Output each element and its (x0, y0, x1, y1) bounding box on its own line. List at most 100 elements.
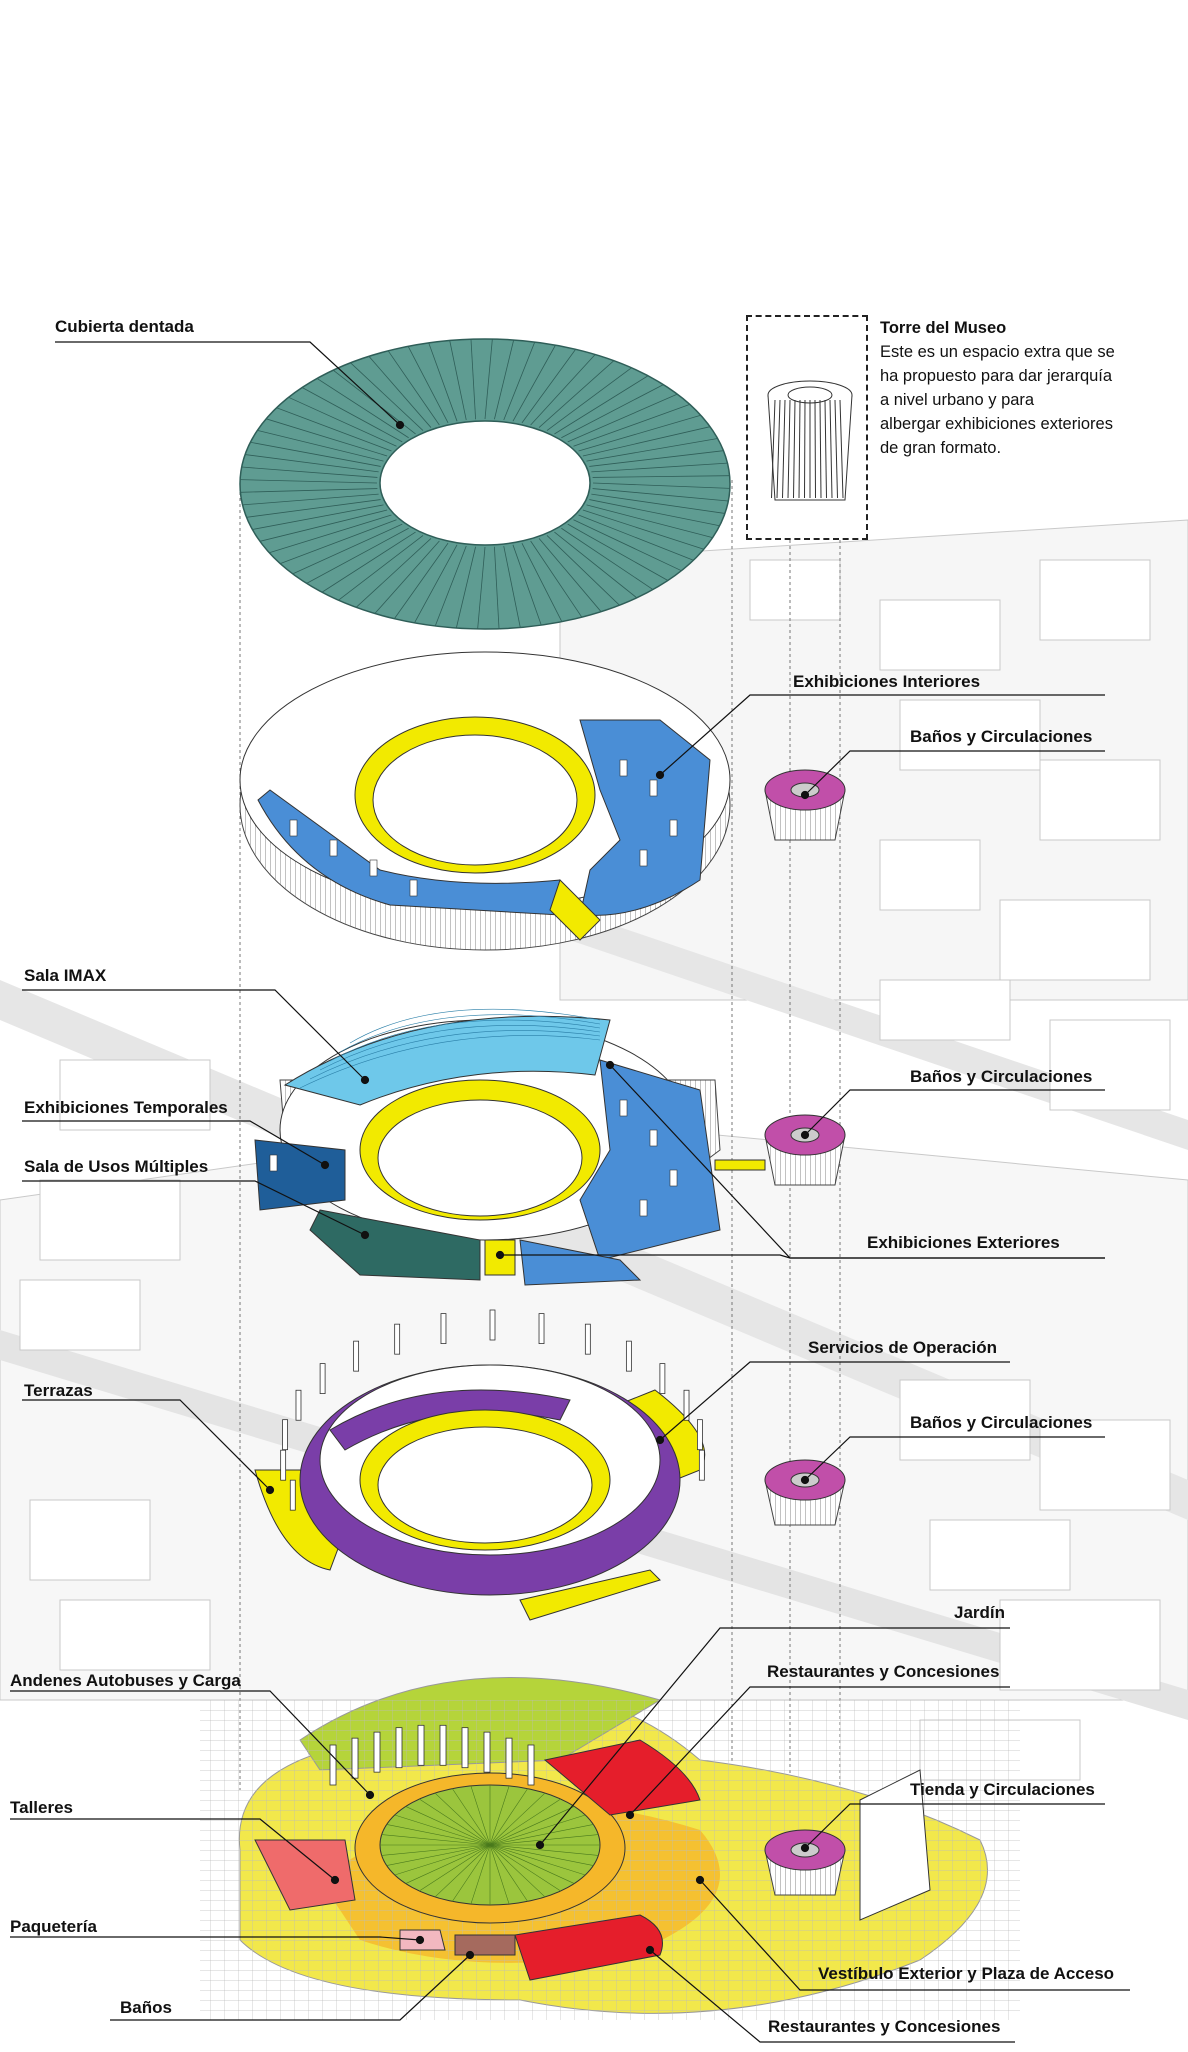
roof-tooth (259, 509, 388, 542)
label-terrazas: Terrazas (24, 1381, 93, 1400)
garden-ray (489, 1814, 586, 1846)
garden-ray (434, 1792, 491, 1846)
tower-fin (793, 399, 796, 499)
museum-tower (767, 380, 853, 501)
roof-tooth (512, 544, 542, 626)
roof-tooth (246, 499, 381, 518)
garden-ray (386, 1824, 491, 1846)
wall-panel (409, 879, 418, 897)
roof-tooth (538, 360, 615, 428)
city-block (879, 979, 1011, 1041)
roof-tooth (521, 542, 563, 622)
tower-fin (839, 399, 844, 499)
city-block (899, 1379, 1031, 1461)
roof-tooth (591, 462, 728, 473)
wall-panel (329, 839, 338, 857)
garden-ray (489, 1844, 586, 1876)
terrace-post (489, 1309, 496, 1341)
label-banos-circulaciones-1: Baños y Circulaciones (910, 727, 1093, 746)
city-block (59, 1599, 211, 1671)
canopy-blade (417, 1724, 425, 1766)
roof-tooth (470, 339, 476, 420)
city-block (19, 1279, 141, 1351)
canopy-blade (351, 1737, 359, 1779)
terrace-post (319, 1363, 326, 1394)
tower-desc-line: albergar exhibiciones exteriores (880, 415, 1113, 433)
roof-tooth (592, 475, 730, 478)
garden-ray (419, 1798, 491, 1846)
garden-ray (489, 1792, 546, 1846)
garden-ray (489, 1785, 510, 1846)
label-sala-usos-multiples: Sala de Usos Múltiples (24, 1157, 209, 1176)
roof-tooth (301, 387, 403, 443)
garden-ray (386, 1844, 491, 1866)
label-andenes-autobuses: Andenes Autobuses y Carga (10, 1671, 241, 1690)
roof-tooth (567, 523, 669, 581)
roof-tooth (269, 514, 392, 554)
terrace-post (659, 1363, 666, 1394)
terrace-post (538, 1313, 545, 1344)
terrace-post (625, 1340, 632, 1372)
roof-tooth (449, 340, 467, 421)
city-block (999, 899, 1151, 981)
city-block (29, 1499, 151, 1581)
label-talleres: Talleres (10, 1798, 74, 1817)
tower-fin (787, 399, 791, 499)
roof-tooth (338, 535, 424, 601)
label-restaurantes-1: Restaurantes y Concesiones (767, 1662, 1000, 1681)
roof-tooth (561, 527, 654, 590)
garden-ray (434, 1844, 491, 1898)
canopy-blade (395, 1727, 403, 1769)
garden-ray (489, 1844, 546, 1898)
roof-tooth (276, 407, 392, 452)
imax-seat-row (309, 1030, 601, 1080)
roof-tooth (538, 538, 602, 612)
tower-desc-line: ha propuesto para dar jerarquía (880, 367, 1113, 385)
terrace-post (440, 1313, 447, 1344)
circulation-pod-3 (764, 1459, 846, 1526)
wall-panel (649, 779, 658, 797)
city-block (39, 1179, 181, 1261)
terrace-post (289, 1479, 296, 1511)
imax-seat-row (329, 1019, 601, 1062)
roof-tooth (503, 341, 536, 421)
roof-tooth (546, 535, 620, 606)
garden-ray (489, 1844, 599, 1856)
terrace-post (394, 1323, 401, 1355)
wall-panel (619, 1099, 628, 1117)
tower-fin (782, 399, 786, 499)
terrace-post (282, 1419, 288, 1451)
roof-tooth (530, 540, 583, 618)
roof-tooth (242, 493, 379, 506)
roof-tooth (257, 429, 384, 462)
roof-tooth (477, 546, 486, 629)
garden-ray (489, 1806, 575, 1846)
roof-tooth (428, 342, 458, 422)
roof-tooth (434, 545, 467, 627)
tower-desc-line: Este es un espacio extra que se (880, 343, 1115, 361)
garden-ray (489, 1798, 561, 1846)
wall-panel (669, 1169, 678, 1187)
city-block (1039, 559, 1151, 641)
terrace-post (295, 1389, 302, 1421)
canopy-blade (505, 1737, 513, 1779)
roof-tooth (521, 349, 576, 424)
circulation-pod-2 (714, 1114, 846, 1186)
circulation-pod-4 (764, 1829, 846, 1896)
wall-panel (669, 819, 678, 837)
roof-tooth (316, 378, 409, 439)
garden-ray (405, 1844, 491, 1884)
roof-tooth (494, 546, 500, 629)
roof-tooth (582, 509, 704, 550)
city-block (879, 839, 981, 911)
garden-ray (394, 1814, 491, 1846)
city-block (1049, 1019, 1171, 1111)
roof-tooth (306, 527, 409, 584)
roof-tooth (455, 546, 476, 629)
canopy-blade (329, 1744, 337, 1786)
garden-ray (452, 1844, 491, 1902)
city-block (929, 1519, 1071, 1591)
label-sala-imax: Sala IMAX (24, 966, 107, 985)
wall-panel (649, 1129, 658, 1147)
